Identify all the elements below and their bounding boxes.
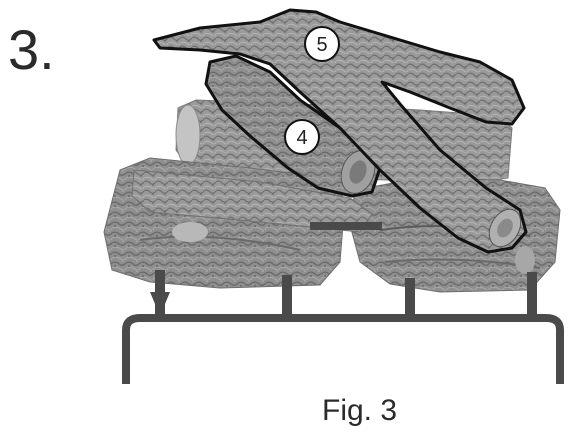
figure-caption: Fig. 3 xyxy=(322,396,397,426)
callout-5: 5 xyxy=(305,27,339,61)
callout-4: 4 xyxy=(285,120,319,154)
callout-5-label: 5 xyxy=(316,34,327,56)
callout-4-label: 4 xyxy=(296,127,307,149)
